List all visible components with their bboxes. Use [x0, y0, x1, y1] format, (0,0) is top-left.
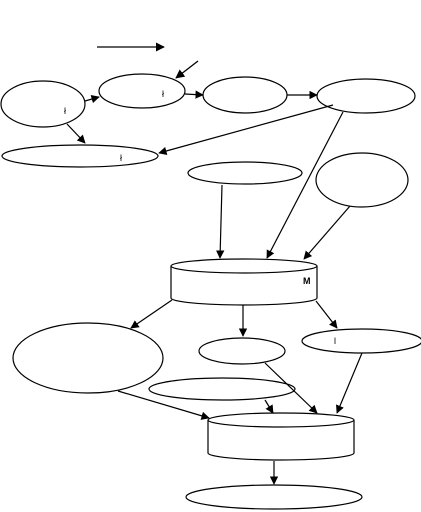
- incoming-arrow: [175, 60, 199, 79]
- edge-n1-n2: [84, 95, 100, 104]
- edge-n7-n8: [303, 205, 351, 260]
- node-2: [98, 73, 186, 109]
- node-6: [187, 161, 303, 185]
- node-8-cylinder-top: [170, 258, 318, 274]
- node-14: [185, 484, 363, 510]
- edge-n11-n13: [264, 362, 318, 414]
- edge-n9-n13: [117, 390, 210, 420]
- node-13-cylinder: [207, 420, 355, 461]
- node-3: [202, 76, 288, 114]
- node-10: [301, 328, 421, 354]
- node-7: [315, 152, 409, 208]
- edge-n5-n8: [266, 111, 344, 259]
- edge-n8-n10: [315, 300, 338, 329]
- node-5: [316, 78, 416, 114]
- node-4: [1, 144, 159, 168]
- node-4-mark: ł: [120, 153, 122, 163]
- edge-n1-n4: [66, 123, 86, 144]
- node-10-mark: l: [334, 336, 336, 346]
- edge-n2-n3: [184, 90, 204, 99]
- node-11: [198, 337, 286, 365]
- edge-n12-n13: [264, 399, 274, 414]
- node-8-cylinder: [170, 266, 318, 306]
- node-9: [12, 322, 164, 394]
- node-1-mark: ł: [64, 106, 66, 116]
- edge-n5-n4: [158, 104, 334, 156]
- node-13-cylinder-top: [207, 412, 355, 428]
- node-1: [0, 80, 86, 128]
- node-8-mark: M: [303, 276, 311, 286]
- edge-n6-n8: [216, 184, 225, 259]
- node-2-mark: ł: [162, 89, 164, 99]
- node-12: [148, 377, 296, 401]
- edge-n8-n9: [130, 299, 173, 329]
- edge-n10-n13: [336, 352, 363, 414]
